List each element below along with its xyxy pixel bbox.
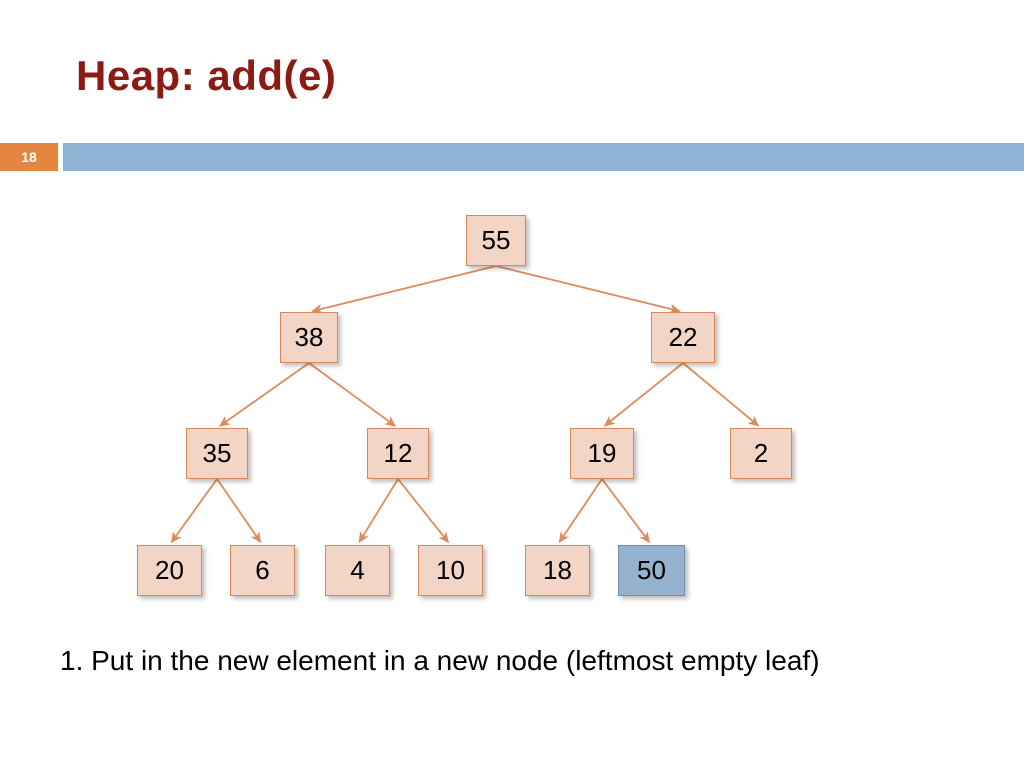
tree-edges bbox=[170, 265, 760, 544]
tree-node: 2 bbox=[730, 428, 792, 479]
tree-edge-arrow bbox=[397, 478, 450, 544]
header-accent-bar bbox=[63, 143, 1024, 171]
tree-node: 6 bbox=[230, 545, 295, 596]
tree-node: 22 bbox=[651, 312, 715, 363]
tree-node: 38 bbox=[280, 312, 338, 363]
tree-node: 19 bbox=[570, 428, 634, 479]
tree-node: 12 bbox=[367, 428, 429, 479]
tree-edge-arrow bbox=[601, 478, 651, 544]
tree-node: 4 bbox=[325, 545, 390, 596]
tree-node: 18 bbox=[525, 545, 590, 596]
tree-edge-layer bbox=[170, 265, 760, 544]
tree-node: 35 bbox=[186, 428, 248, 479]
tree-node: 50 bbox=[618, 545, 685, 596]
tree-node: 10 bbox=[418, 545, 483, 596]
tree-edge-arrow bbox=[216, 478, 262, 544]
tree-edge-arrow bbox=[170, 478, 218, 544]
tree-edge-arrow bbox=[682, 362, 760, 427]
tree-node: 55 bbox=[466, 215, 526, 266]
tree-edge-arrow bbox=[218, 362, 310, 427]
step-caption: 1. Put in the new element in a new node … bbox=[60, 645, 820, 676]
tree-edge-arrow bbox=[495, 265, 681, 314]
tree-edge-arrow bbox=[603, 362, 684, 427]
tree-edge-arrow bbox=[311, 265, 497, 314]
page-title: Heap: add(e) bbox=[76, 52, 337, 99]
tree-edge-arrow bbox=[558, 478, 603, 544]
slide-number-badge: 18 bbox=[0, 143, 58, 171]
tree-node: 20 bbox=[137, 545, 202, 596]
tree-edge-arrow bbox=[308, 362, 397, 427]
header-rule: 18 bbox=[0, 143, 1024, 171]
tree-edge-arrow bbox=[358, 478, 399, 544]
